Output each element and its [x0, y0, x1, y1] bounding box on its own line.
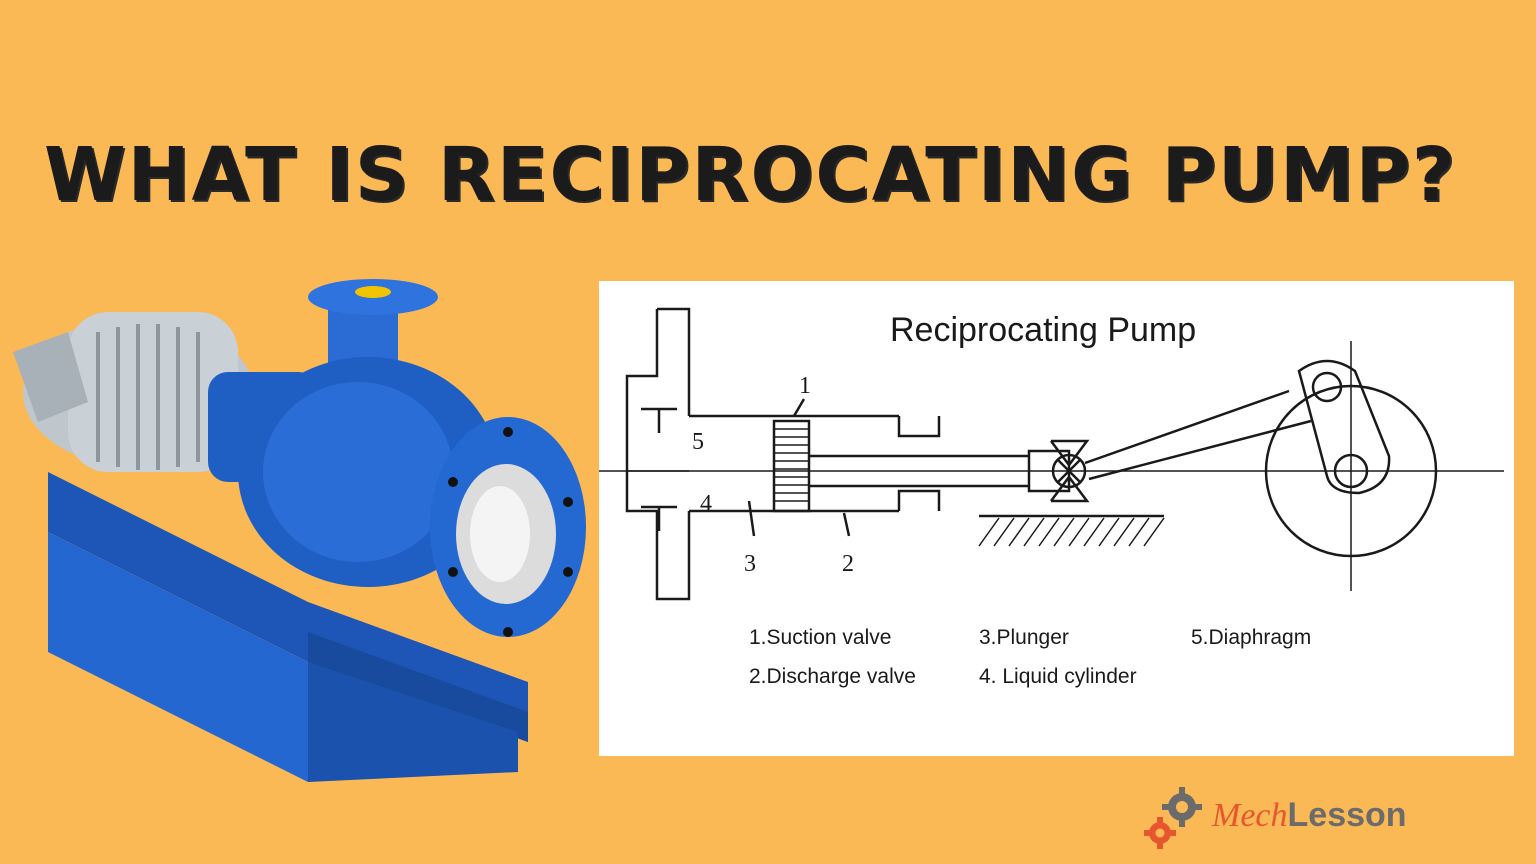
brand-logo: MechLesson — [1140, 785, 1480, 855]
legend-item: 3.Plunger — [979, 626, 1069, 649]
part-label-2: 2 — [842, 551, 854, 577]
part-label-1: 1 — [799, 373, 811, 399]
legend-item: 2.Discharge valve — [749, 665, 916, 688]
pump-schematic — [599, 307, 1504, 601]
brand-name-part2: Lesson — [1287, 796, 1407, 834]
page-title: WHAT IS RECIPROCATING PUMP? — [44, 132, 1457, 218]
legend-item: 4. Liquid cylinder — [979, 665, 1137, 688]
brand-name-part1: Mech — [1212, 797, 1288, 834]
brand-name: MechLesson — [1212, 795, 1407, 835]
pump-photo — [13, 279, 586, 782]
gear-icon — [1144, 787, 1202, 849]
legend-item: 5.Diaphragm — [1191, 626, 1312, 649]
diagram-title: Reciprocating Pump — [890, 311, 1197, 349]
legend-item: 1.Suction valve — [749, 626, 892, 649]
part-label-3: 3 — [744, 551, 756, 577]
diagram-panel: Reciprocating Pump 1 5 4 3 2 1.Suction v… — [599, 281, 1514, 756]
part-label-4: 4 — [700, 491, 712, 517]
part-label-5: 5 — [692, 429, 704, 455]
